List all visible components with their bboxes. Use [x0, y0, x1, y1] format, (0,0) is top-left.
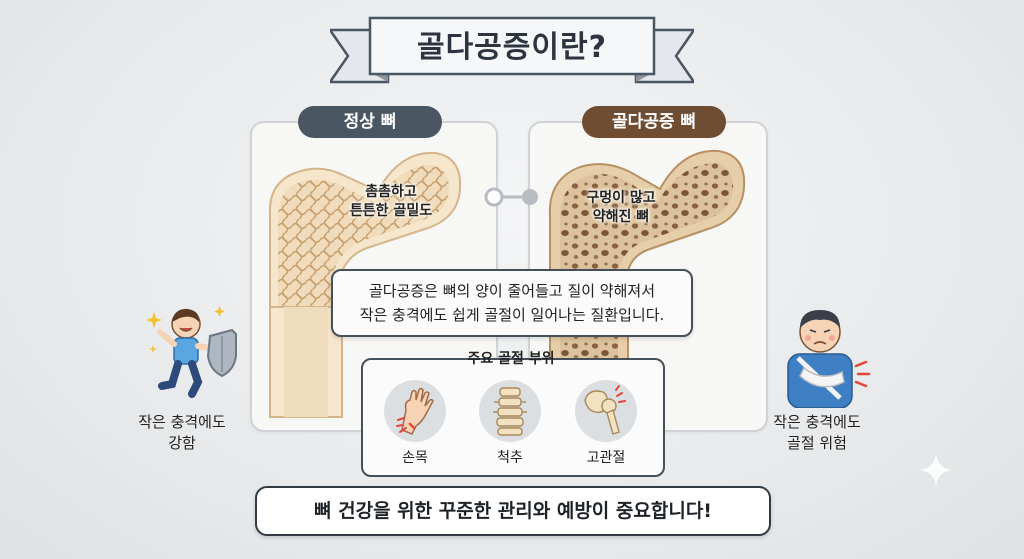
osteoporosis-bone-label: 골다공증 뼈	[582, 106, 726, 138]
spine-label: 척추	[497, 450, 523, 466]
definition-line1: 골다공증은 뼈의 양이 줄어들고 질이 약해져서	[368, 282, 656, 300]
definition-line2: 작은 충격에도 쉽게 골절이 일어나는 질환입니다.	[359, 306, 665, 324]
definition-box: 골다공증은 뼈의 양이 줄어들고 질이 약해져서 작은 충격에도 쉽게 골절이 …	[331, 269, 693, 337]
osteo-desc-line2: 약해진 뼈	[592, 209, 650, 225]
sparkle-icon	[920, 454, 952, 486]
fracture-sites-title-bg	[416, 358, 606, 360]
wrist-icon	[384, 380, 446, 442]
bottom-message: 뼈 건강을 위한 꾸준한 관리와 예방이 중요합니다!	[255, 486, 771, 536]
right-caption: 작은 충격에도 골절 위험	[757, 412, 877, 454]
normal-femur-icon	[268, 151, 462, 418]
osteoporosis-bone-description: 구멍이 많고 약해진 뼈	[566, 189, 676, 227]
left-caption-line2: 강함	[168, 434, 196, 452]
normal-desc-line1: 촘촘하고	[365, 184, 417, 200]
fracture-sites-title: 주요 골절 부위	[467, 351, 555, 367]
strong-kid-icon	[146, 306, 237, 398]
injured-man-icon	[787, 310, 871, 408]
normal-desc-line2: 튼튼한 골밀도	[349, 203, 433, 219]
left-caption: 작은 충격에도 강함	[122, 412, 242, 454]
normal-bone-description: 촘촘하고 튼튼한 골밀도	[326, 183, 456, 221]
bone-illustrations	[268, 149, 746, 418]
page-title: 골다공증이란?	[416, 30, 607, 65]
wrist-label: 손목	[402, 450, 428, 466]
panel-connector	[484, 187, 538, 207]
spine-icon	[479, 380, 541, 442]
title-ribbon	[330, 16, 694, 84]
hip-joint-icon	[575, 380, 637, 442]
normal-bone-label: 정상 뼈	[298, 106, 442, 138]
osteoporosis-femur-icon	[548, 149, 746, 418]
osteo-desc-line1: 구멍이 많고	[586, 190, 656, 206]
hip-joint-label: 고관절	[586, 450, 626, 466]
left-caption-line1: 작은 충격에도	[138, 413, 226, 431]
right-caption-line1: 작은 충격에도	[773, 413, 861, 431]
right-caption-line2: 골절 위험	[787, 434, 847, 452]
